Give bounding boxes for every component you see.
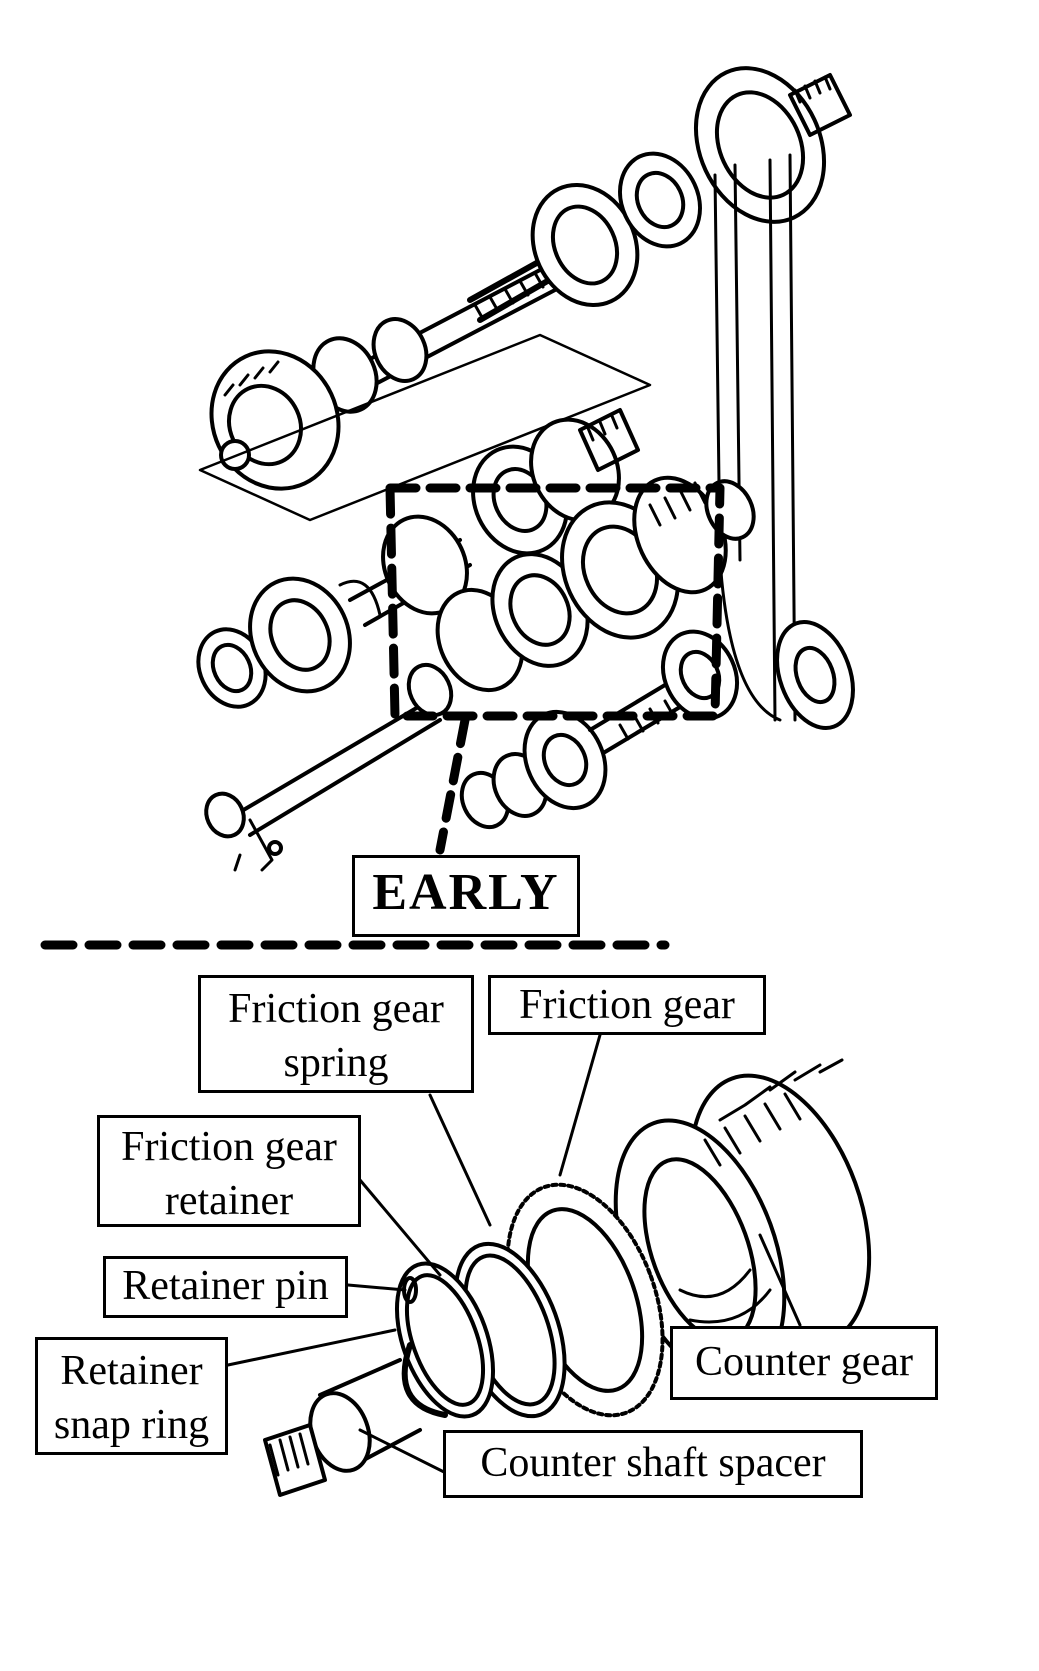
- detail-leader: [435, 715, 470, 855]
- counter-gear-detail-illustration: [263, 1058, 872, 1497]
- callout-text: Retainer pin: [122, 1263, 329, 1309]
- counter-shaft-illustration: [204, 475, 756, 872]
- callout-retainer-snap-ring: Retainer snap ring: [35, 1337, 228, 1455]
- drive-chain-illustration: [713, 153, 855, 731]
- callout-text: retainer: [164, 1178, 294, 1224]
- callout-counter-gear: Counter gear: [670, 1326, 938, 1400]
- detail-frame: [385, 483, 725, 721]
- callout-counter-shaft-spacer: Counter shaft spacer: [443, 1430, 863, 1498]
- callout-friction-gear-spring: Friction gear spring: [198, 975, 474, 1093]
- callout-text: spring: [283, 1040, 389, 1086]
- early-label-text: EARLY: [372, 864, 560, 921]
- main-shaft-illustration: [209, 66, 852, 491]
- callout-text: Counter shaft spacer: [480, 1440, 826, 1486]
- intermediate-shaft-illustration: [196, 408, 640, 709]
- early-section-label: EARLY: [352, 855, 580, 937]
- callout-friction-gear-retainer: Friction gear retainer: [97, 1115, 361, 1227]
- leader-lines: [226, 1033, 802, 1477]
- callout-text: Retainer: [60, 1348, 203, 1394]
- callout-friction-gear: Friction gear: [488, 975, 766, 1035]
- callout-retainer-pin: Retainer pin: [103, 1256, 348, 1318]
- callout-text: Friction gear: [519, 982, 735, 1028]
- shaft-plate-outline: [198, 333, 652, 522]
- upper-gear-assembly: [196, 66, 855, 872]
- callout-text: snap ring: [53, 1402, 210, 1448]
- output-shaft-illustration: [459, 629, 739, 830]
- callout-text: Counter gear: [694, 1339, 914, 1385]
- callout-text: Friction gear: [228, 986, 444, 1032]
- callout-text: Friction gear: [121, 1124, 337, 1170]
